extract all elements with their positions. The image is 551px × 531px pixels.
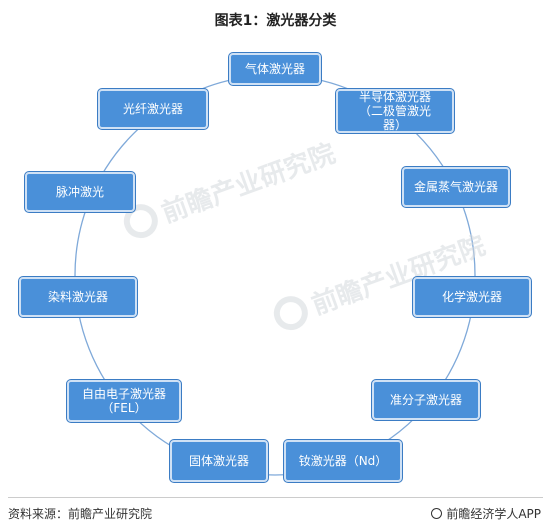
node-nd-laser: 钕激光器（Nd） [284, 440, 402, 482]
node-gas-laser: 气体激光器 [229, 53, 321, 85]
node-fel-laser: 自由电子激光器 （FEL） [67, 380, 181, 422]
node-solid-laser: 固体激光器 [170, 440, 268, 482]
node-dye-laser: 染料激光器 [19, 277, 137, 317]
source-note: 资料来源：前瞻产业研究院 [8, 507, 153, 521]
node-metal-vapor-laser: 金属蒸气激光器 [402, 167, 510, 207]
footer-divider [8, 497, 543, 498]
brand-logo-icon [431, 508, 443, 519]
page-title: 图表1：激光器分类 [214, 13, 337, 29]
brand-credit: 前瞻经济学人APP [431, 505, 541, 522]
node-excimer-laser: 准分子激光器 [372, 380, 480, 420]
node-semiconductor-laser: 半导体激光器 （二极管激光 器） [336, 89, 454, 133]
node-chemical-laser: 化学激光器 [413, 277, 531, 317]
node-pulse-laser: 脉冲激光 [25, 172, 135, 212]
node-fiber-laser: 光纤激光器 [98, 89, 208, 129]
